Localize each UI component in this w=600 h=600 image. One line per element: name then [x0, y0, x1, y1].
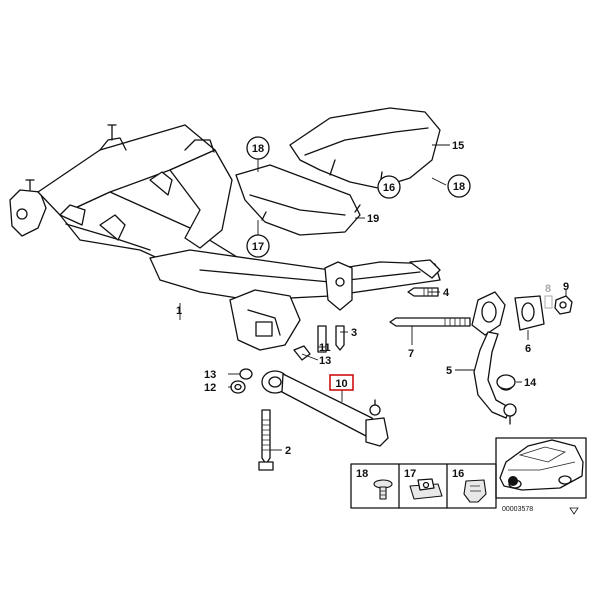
label-2: 2: [285, 445, 291, 457]
label-3: 3: [351, 327, 357, 339]
fastener-inset: 18 17 16: [350, 463, 497, 509]
label-5: 5: [446, 365, 452, 377]
location-marker-icon: [508, 476, 518, 486]
bolt-2-drawing: [258, 409, 274, 471]
label-11: 11: [319, 342, 331, 354]
label-10: 10: [335, 378, 347, 390]
washers-drawing: [230, 368, 253, 394]
label-17: 17: [252, 241, 264, 253]
label-6: 6: [525, 343, 531, 355]
bolt-7-drawing: [389, 317, 471, 327]
label-7: 7: [408, 348, 414, 360]
inset-label-18: 18: [356, 468, 368, 480]
label-8: 8: [545, 283, 551, 295]
car-locator-inset: [495, 437, 587, 499]
circle-18-top: [246, 136, 270, 160]
bushing-drawing: [514, 295, 545, 331]
inset-label-17: 17: [404, 468, 416, 480]
label-16: 16: [383, 182, 395, 194]
tension-strut-drawing: [471, 291, 517, 425]
screw-icon: [373, 479, 393, 500]
circled-labels: 18 17 16 18: [246, 136, 471, 258]
label-19: 19: [367, 213, 379, 225]
expanding-nut-icon: [463, 479, 487, 503]
bushing-14-drawing: [496, 374, 516, 390]
bolt-4-drawing: [407, 287, 439, 297]
label-18-top: 18: [252, 143, 264, 155]
label-14: 14: [524, 377, 537, 389]
arrow-icon: [569, 507, 579, 515]
lower-shield-drawing: [235, 164, 361, 236]
bolt-3-drawing: [293, 325, 345, 361]
label-18-right: 18: [453, 181, 465, 193]
control-arm-drawing: [261, 370, 389, 447]
clip-nut-icon: [409, 478, 443, 500]
leader-lines: [179, 144, 567, 451]
subframe-drawing: [9, 124, 441, 351]
label-12: 12: [204, 382, 216, 394]
label-9: 9: [563, 281, 569, 293]
circle-16: [377, 175, 401, 199]
part-labels: 1 2 3 4 5 6 7 8 9 11 12 13 13 14 15 19: [176, 140, 569, 457]
highlighted-part-label: 10: [329, 374, 354, 391]
label-15: 15: [452, 140, 464, 152]
circle-17: [246, 234, 270, 258]
circle-18-right: [447, 174, 471, 198]
reference-code: 00003578: [502, 506, 533, 513]
small-parts-drawing: [544, 295, 573, 315]
highlight-box: [329, 374, 354, 391]
label-13a: 13: [204, 369, 216, 381]
label-13b: 13: [319, 355, 331, 367]
inset-label-16: 16: [452, 468, 464, 480]
splash-shield-drawing: [289, 107, 441, 189]
label-4: 4: [443, 287, 450, 299]
label-1: 1: [176, 305, 182, 317]
